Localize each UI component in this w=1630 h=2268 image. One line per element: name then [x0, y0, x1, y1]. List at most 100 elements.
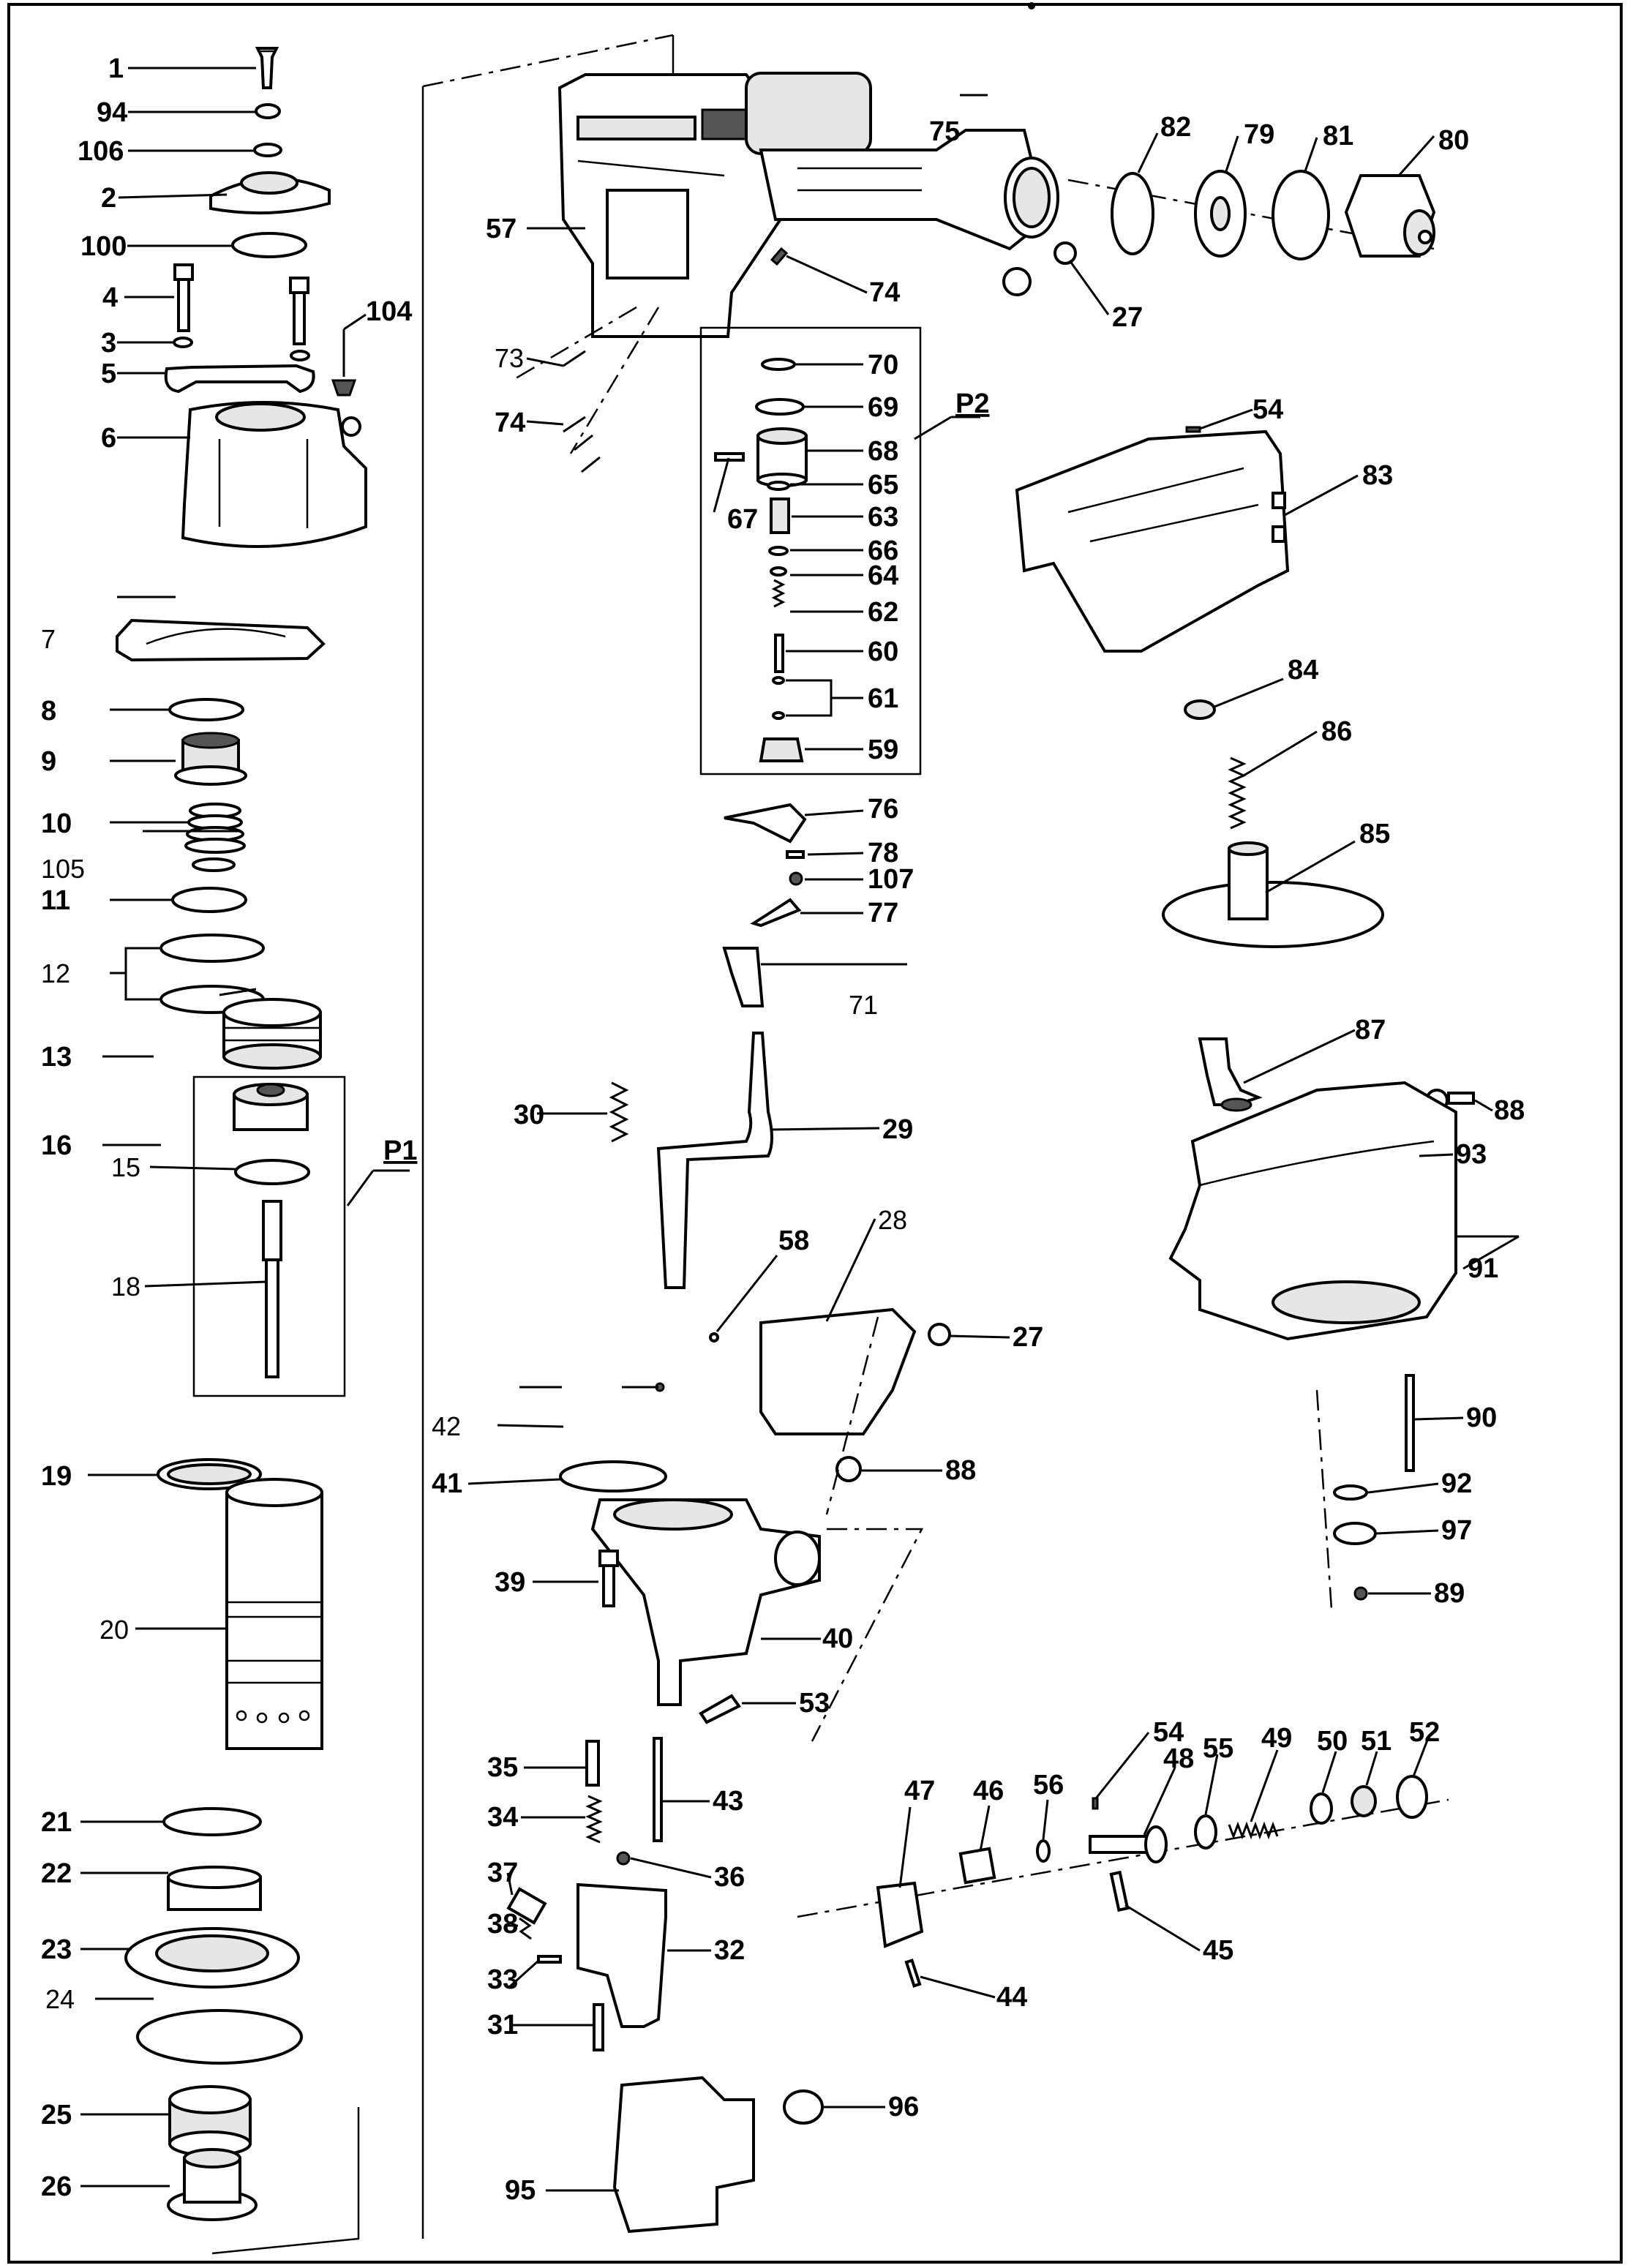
part-105-ring — [192, 857, 236, 872]
part-50-washer — [1310, 1792, 1333, 1825]
callout-54-latch: 54 — [1153, 1717, 1184, 1748]
part-61-oring-b — [772, 711, 785, 720]
callout-64: 64 — [868, 560, 898, 591]
part-47-latch — [876, 1881, 924, 1948]
callout-73: 73 — [495, 343, 524, 373]
callout-33: 33 — [487, 1964, 518, 1995]
callout-74: 74 — [495, 408, 525, 438]
callout-38: 38 — [487, 1909, 518, 1940]
callout-77: 77 — [868, 898, 898, 928]
callout-7: 7 — [41, 624, 56, 654]
callout-16: 16 — [41, 1130, 72, 1161]
part-40-nose — [590, 1498, 821, 1706]
callout-95: 95 — [505, 2175, 536, 2206]
part-7-gasket — [116, 618, 326, 662]
callout-24: 24 — [45, 1984, 75, 2014]
callout-45: 45 — [1203, 1935, 1233, 1966]
part-65-ring — [767, 481, 790, 491]
part-106-oring — [253, 143, 282, 157]
callout-39: 39 — [495, 1567, 525, 1598]
part-6-head-cover — [181, 401, 367, 548]
callout-94: 94 — [97, 97, 127, 128]
callout-51: 51 — [1361, 1726, 1391, 1757]
part-41-oring — [559, 1460, 667, 1492]
callout-66: 66 — [868, 536, 898, 566]
callout-100: 100 — [80, 231, 127, 262]
part-44-pin — [904, 1959, 922, 1988]
callout-104: 104 — [366, 296, 412, 327]
callout-18: 18 — [111, 1272, 140, 1302]
part-75-filter — [745, 72, 872, 155]
part-26-bushing — [167, 2148, 258, 2221]
callout-88-right: 88 — [1494, 1095, 1525, 1126]
callout-106: 106 — [78, 136, 124, 167]
part-79-washer — [1194, 170, 1247, 258]
callout-50: 50 — [1317, 1726, 1348, 1757]
part-15-oring — [234, 1159, 310, 1185]
part-46-pin — [958, 1847, 996, 1885]
callout-12: 12 — [41, 958, 70, 988]
callout-79: 79 — [1244, 119, 1274, 150]
part-39-bolt — [598, 1550, 619, 1607]
callout-44: 44 — [996, 1982, 1027, 2013]
callout-107: 107 — [868, 864, 914, 895]
part-33-pin — [537, 1955, 562, 1964]
part-81-oring — [1272, 170, 1330, 260]
part-48-shaft — [1089, 1825, 1168, 1863]
part-62-spring — [771, 579, 786, 608]
callout-60: 60 — [868, 637, 898, 667]
callout-13: 13 — [41, 1042, 72, 1073]
right-parts — [797, 170, 1475, 1988]
part-45-pin — [1109, 1870, 1130, 1912]
part-75-handle — [759, 129, 1059, 296]
part-22-band — [167, 1866, 262, 1911]
leader-lines — [80, 67, 1520, 2192]
part-94-washer — [255, 103, 281, 119]
callout-23: 23 — [41, 1934, 72, 1965]
callout-82: 82 — [1160, 112, 1191, 143]
part-52-ring — [1396, 1775, 1428, 1819]
part-3-washer — [173, 337, 193, 348]
part-83-housing — [1015, 429, 1290, 653]
callout-83: 83 — [1362, 460, 1393, 491]
callout-65: 65 — [868, 470, 898, 500]
callout-47: 47 — [904, 1776, 935, 1806]
callout-40: 40 — [822, 1623, 853, 1654]
part-3-washer-b — [290, 350, 310, 361]
callout-89: 89 — [1434, 1578, 1465, 1609]
part-91-base — [1272, 1280, 1421, 1324]
callout-3: 3 — [101, 328, 116, 358]
callout-46: 46 — [973, 1776, 1004, 1806]
callout-58: 58 — [778, 1225, 809, 1256]
part-35-pin — [585, 1740, 600, 1787]
part-18-driver — [262, 1200, 282, 1378]
part-29-arm — [656, 1032, 773, 1289]
part-30-spring — [609, 1081, 629, 1143]
callout-67: 67 — [727, 504, 758, 535]
callout-91: 91 — [1468, 1253, 1498, 1284]
part-31-pin — [593, 2003, 604, 2051]
callout-25: 25 — [41, 2100, 72, 2130]
part-63-stem — [770, 497, 790, 534]
callout-1: 1 — [108, 53, 124, 84]
part-28-cover — [759, 1307, 917, 1435]
part-38-spring — [519, 1917, 532, 1940]
callout-71: 71 — [849, 990, 878, 1020]
part-67-pin — [714, 452, 745, 462]
part-27-washer-top — [1054, 241, 1077, 265]
part-54-pin — [1092, 1797, 1099, 1810]
part-66-ring — [768, 546, 789, 556]
callout-8: 8 — [41, 696, 56, 726]
callout-52: 52 — [1409, 1717, 1440, 1748]
part-37-block — [506, 1887, 547, 1925]
part-104-cap — [331, 379, 357, 397]
part-70-oring — [761, 358, 796, 371]
callout-81: 81 — [1323, 121, 1353, 151]
callout-48: 48 — [1163, 1743, 1194, 1774]
part-12-oring-a — [159, 934, 265, 963]
part-88-washer — [835, 1456, 862, 1482]
part-56-washer — [1036, 1839, 1051, 1863]
callout-74-top: 74 — [869, 277, 900, 308]
callout-19: 19 — [41, 1461, 72, 1492]
callout-37: 37 — [487, 1858, 518, 1888]
